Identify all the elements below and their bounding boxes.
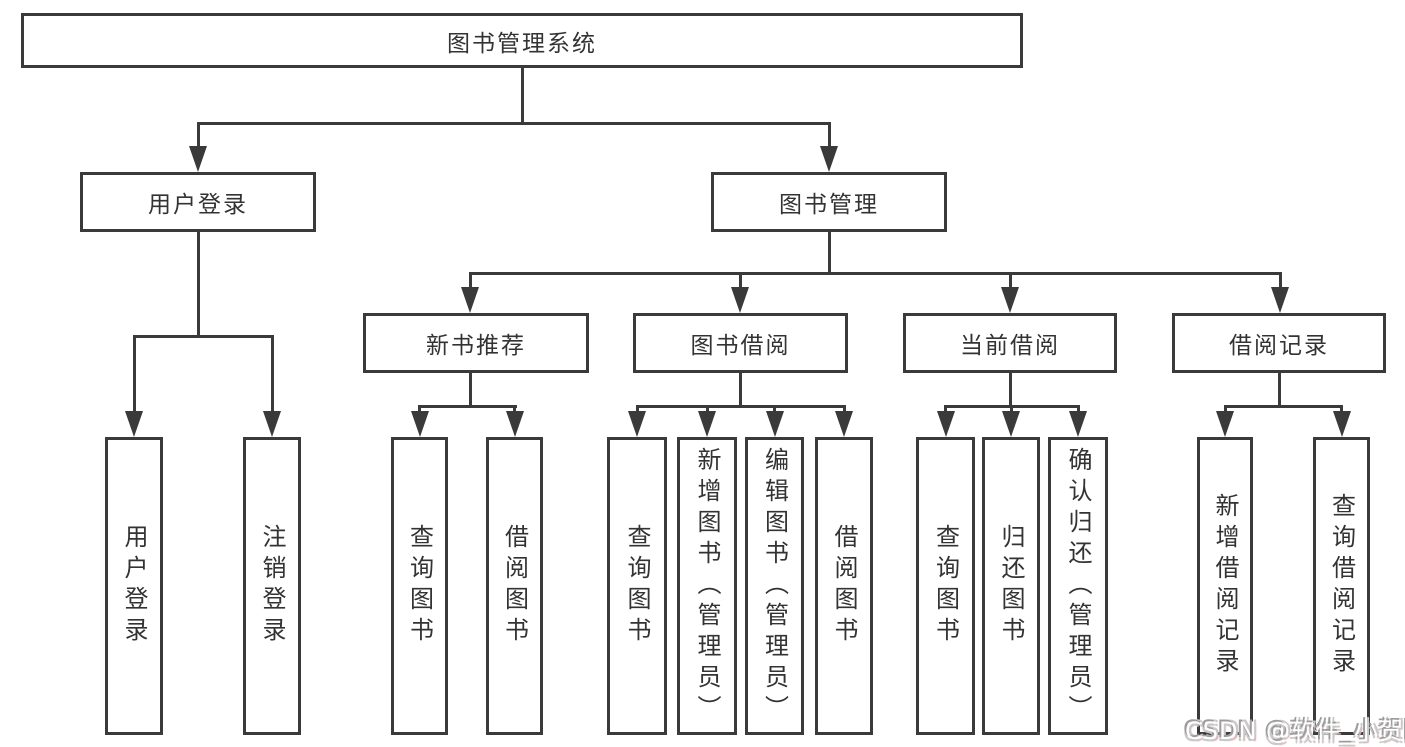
connector-line [418,405,421,415]
arrowhead [766,411,784,437]
arrowhead [1069,411,1087,437]
node-borrowing-records: 借阅记录 [1172,313,1386,373]
leaf-label: 借阅图书 [500,524,529,648]
arrowhead [461,287,479,313]
leaf-label: 借阅图书 [830,524,858,648]
leaf-user-login: 用户登录 [105,437,163,735]
arrowhead [820,146,838,172]
leaf-label: 确认归还（管理员） [1064,446,1092,726]
connector-line [1340,405,1343,415]
leaf-label: 查询借阅记录 [1327,493,1356,679]
node-label: 新书推荐 [426,333,526,359]
connector-line [1279,272,1282,292]
connector-line [521,68,524,125]
connector-line [1009,373,1012,407]
connector-line [133,335,274,338]
arrowhead [506,411,524,437]
connector-line [133,335,136,417]
connector-line [1278,373,1281,407]
connector-line [1224,405,1343,408]
connector-line [706,405,709,415]
arrowhead [125,411,143,437]
leaf-edit-book-admin: 编辑图书（管理员） [745,437,804,735]
arrowhead [835,411,853,437]
node-library-management-system: 图书管理系统 [21,13,1023,68]
node-label: 图书借阅 [690,333,791,359]
connector-line [1077,405,1080,415]
connector-line [271,335,274,417]
leaf-query-books-current: 查询图书 [916,437,975,735]
node-book-management: 图书管理 [711,172,947,232]
connector-line [418,405,517,408]
node-new-book-recommendation: 新书推荐 [363,313,589,373]
connector-line [469,272,1282,275]
arrowhead [628,411,646,437]
leaf-label: 新增图书（管理员） [693,446,721,726]
arrowhead [189,146,207,172]
connector-line [197,232,200,338]
leaf-logout: 注销登录 [243,437,301,735]
leaf-query-books-borrow: 查询图书 [607,437,667,735]
arrowhead [263,411,281,437]
node-user-login: 用户登录 [80,172,316,232]
node-label: 借阅记录 [1229,333,1329,359]
leaf-label: 归还图书 [997,524,1025,648]
leaf-label: 用户登录 [120,524,148,648]
arrowhead [731,287,749,313]
node-label: 图书管理 [779,192,879,218]
arrowhead [411,411,429,437]
connector-line [944,405,947,415]
node-book-borrowing: 图书借阅 [633,313,848,373]
connector-line [636,405,639,415]
connector-line [828,122,831,152]
connector-line [828,232,831,275]
arrowhead [1216,411,1234,437]
arrowhead [1002,411,1020,437]
node-label: 当前借阅 [960,333,1060,359]
connector-line [773,405,776,415]
leaf-query-borrow-record: 查询借阅记录 [1313,437,1370,735]
connector-line [1010,405,1013,415]
arrowhead [1271,287,1289,313]
connector-line [197,122,831,125]
arrowhead [1333,411,1351,437]
leaf-label: 新增借阅记录 [1211,493,1239,679]
leaf-label: 编辑图书（管理员） [760,446,789,726]
connector-line [636,405,846,408]
leaf-borrow-books-borrow: 借阅图书 [815,437,873,735]
connector-line [469,373,472,407]
leaf-confirm-return-admin: 确认归还（管理员） [1048,437,1108,735]
leaf-label: 查询图书 [405,524,434,648]
leaf-label: 查询图书 [623,524,651,648]
leaf-add-borrow-record: 新增借阅记录 [1197,437,1253,735]
connector-line [513,405,516,415]
node-label: 图书管理系统 [447,30,597,57]
arrowhead [698,411,716,437]
node-current-borrowing: 当前借阅 [903,313,1117,373]
connector-line [197,122,200,152]
leaf-return-books: 归还图书 [982,437,1040,735]
watermark: CSDN @软件_小贺同学 [1185,717,1405,745]
connector-line [1224,405,1227,415]
node-label: 用户登录 [148,192,248,218]
arrowhead [1001,287,1019,313]
arrowhead [937,411,955,437]
leaf-label: 查询图书 [931,524,960,648]
leaf-query-books-newbook: 查询图书 [391,437,448,735]
connector-line [739,272,742,292]
connector-line [843,405,846,415]
leaf-add-book-admin: 新增图书（管理员） [677,437,737,735]
leaf-label: 注销登录 [258,524,286,648]
leaf-borrow-books-newbook: 借阅图书 [486,437,543,735]
connector-line [469,272,472,292]
connector-line [739,373,742,407]
connector-line [1009,272,1012,292]
